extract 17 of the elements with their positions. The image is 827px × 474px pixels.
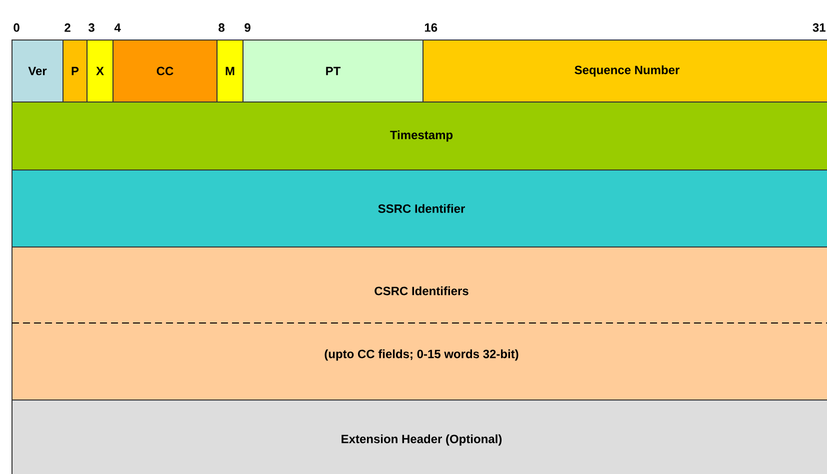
field-box: CC xyxy=(112,40,218,102)
field-box: Sequence Number xyxy=(422,40,827,102)
field-box: CSRC Identifiers (upto CC fields; 0-15 words 32-bit) xyxy=(12,246,827,400)
bit-number: 4 xyxy=(114,24,121,32)
field-box: Timestamp xyxy=(12,102,827,170)
field-box: M xyxy=(216,40,244,102)
bit-number: 9 xyxy=(244,23,250,32)
bit-number: 3 xyxy=(88,23,94,32)
bit-number: 2 xyxy=(64,23,70,32)
field-box: Extension Header (Optional) xyxy=(12,400,827,474)
field-box: X xyxy=(86,40,114,102)
field-box: PT xyxy=(242,40,424,102)
field-box: Ver xyxy=(12,40,64,102)
bit-number: 16 xyxy=(424,23,438,32)
bit-number: 8 xyxy=(218,23,224,32)
field-box: SSRC Identifier xyxy=(12,170,827,248)
field-box: P xyxy=(62,40,88,102)
